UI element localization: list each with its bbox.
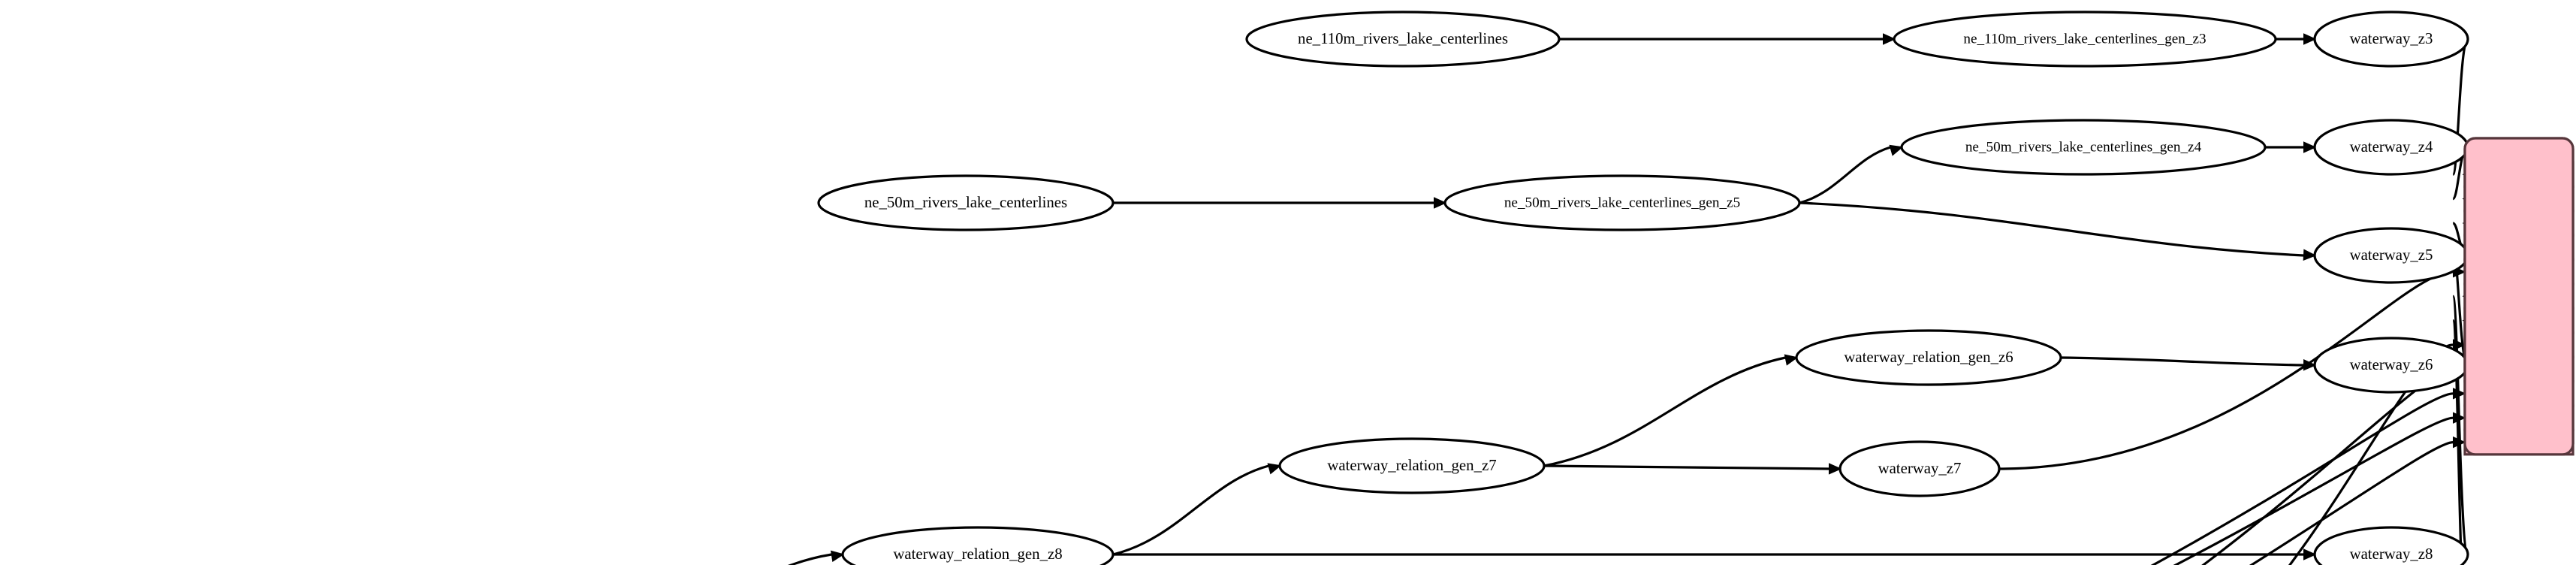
node-ne_50m_rivers_lake_centerlines[interactable]: ne_50m_rivers_lake_centerlines — [817, 174, 1115, 231]
node-label-waterway_z3: waterway_z3 — [2350, 30, 2433, 47]
edge-arrowhead — [1784, 354, 1799, 366]
edge-arrowhead — [2453, 436, 2466, 449]
edge-waterway_z11--to--layer_waterway-z11 — [2201, 367, 2454, 565]
edge-arrowhead — [1434, 197, 1447, 209]
edge-arrowhead — [830, 550, 845, 562]
node-label-waterway_relation_gen_z8: waterway_relation_gen_z8 — [893, 545, 1062, 563]
edge-arrowhead — [2303, 548, 2317, 560]
node-waterway_z3[interactable]: waterway_z3 — [2313, 11, 2469, 68]
edge-arrowhead — [2453, 388, 2466, 400]
edge-ne_50m_rivers_lake_centerlines_gen_z5--to--waterway_z5 — [1799, 201, 2304, 257]
edge-arrowhead — [2303, 33, 2317, 45]
edge-arrowhead — [1889, 144, 1904, 156]
node-shape-waterway_relation_gen_z7 — [1278, 437, 1546, 494]
nodes-layer: imposm3osm_waterway_relationosm_waterway… — [817, 11, 2469, 565]
node-shape-ne_50m_rivers_lake_centerlines_gen_z4 — [1900, 119, 2267, 176]
node-waterway_z4[interactable]: waterway_z4 — [2313, 119, 2469, 176]
node-waterway_relation_gen_z6[interactable]: waterway_relation_gen_z6 — [1795, 329, 2062, 386]
node-label-ne_50m_rivers_lake_centerlines_gen_z5: ne_50m_rivers_lake_centerlines_gen_z5 — [1504, 195, 1740, 210]
edge-waterway_relation--to--waterway_relation_gen_z8 — [787, 553, 832, 565]
edge-waterway_z13--to--layer_waterway-z13 — [2173, 416, 2454, 565]
edge-waterway_z12--to--layer_waterway-z12 — [2150, 392, 2454, 565]
node-waterway_z6[interactable]: waterway_z6 — [2313, 337, 2469, 394]
edge-ne_50m_rivers_lake_centerlines_gen_z5--to--ne_50m_rivers_lake_centerlines_gen_z4 — [1799, 146, 1891, 204]
edge-waterway_z8--to--layer_waterway-z8 — [2451, 295, 2469, 556]
node-waterway_relation_gen_z8[interactable]: waterway_relation_gen_z8 — [841, 526, 1115, 565]
edge-waterway_z9--to--layer_waterway-z9 — [2451, 319, 2463, 565]
node-waterway_z7[interactable]: waterway_z7 — [1838, 440, 2001, 497]
edge-waterway_z14--to--layer_waterway-z14+ — [2249, 441, 2454, 565]
node-waterway_z8[interactable]: waterway_z8 — [2313, 526, 2469, 565]
node-waterway_z5[interactable]: waterway_z5 — [2313, 227, 2469, 284]
node-shape-waterway_z8 — [2313, 526, 2469, 565]
edge-arrowhead — [2453, 412, 2466, 424]
node-ne_110m_rivers_lake_centerlines_gen_z3[interactable]: ne_110m_rivers_lake_centerlines_gen_z3 — [1893, 11, 2277, 68]
edge-arrowhead — [1267, 463, 1282, 475]
edge-arrowhead — [2303, 141, 2317, 153]
node-shape-ne_110m_rivers_lake_centerlines_gen_z3 — [1893, 11, 2277, 68]
node-shape-waterway_z3 — [2313, 11, 2469, 68]
node-label-waterway_z7: waterway_z7 — [1878, 460, 1962, 477]
node-ne_50m_rivers_lake_centerlines_gen_z4[interactable]: ne_50m_rivers_lake_centerlines_gen_z4 — [1900, 119, 2267, 176]
node-ne_50m_rivers_lake_centerlines_gen_z5[interactable]: ne_50m_rivers_lake_centerlines_gen_z5 — [1443, 174, 1801, 231]
node-shape-ne_110m_rivers_lake_centerlines — [1245, 11, 1561, 68]
node-label-waterway_z8: waterway_z8 — [2350, 545, 2433, 563]
edge-waterway_relation_gen_z7--to--waterway_relation_gen_z6 — [1543, 356, 1786, 467]
edge-waterway_relation_gen_z6--to--waterway_z6 — [2060, 356, 2304, 367]
node-shape-ne_50m_rivers_lake_centerlines_gen_z5 — [1443, 174, 1801, 231]
node-label-ne_110m_rivers_lake_centerlines_gen_z3: ne_110m_rivers_lake_centerlines_gen_z3 — [1963, 31, 2206, 47]
edge-waterway_relation_gen_z7--to--waterway_z7 — [1543, 464, 1829, 470]
edge-waterway_z7--to--layer_waterway-z7 — [1998, 270, 2454, 470]
node-label-ne_110m_rivers_lake_centerlines: ne_110m_rivers_lake_centerlines — [1298, 30, 1508, 47]
node-label-waterway_relation_gen_z7: waterway_relation_gen_z7 — [1327, 457, 1496, 474]
layer-waterway-table: layer_waterwayz3z4z5z6z7z8z9z10z11z12z13… — [2463, 137, 2574, 456]
edges-layer — [787, 33, 2475, 565]
node-label-waterway_z4: waterway_z4 — [2350, 138, 2433, 156]
node-label-ne_50m_rivers_lake_centerlines_gen_z4: ne_50m_rivers_lake_centerlines_gen_z4 — [1965, 139, 2202, 155]
node-label-waterway_relation_gen_z6: waterway_relation_gen_z6 — [1844, 349, 2013, 366]
edge-arrowhead — [2453, 339, 2466, 351]
node-label-waterway_z5: waterway_z5 — [2350, 246, 2433, 264]
node-shape-waterway_relation_gen_z8 — [841, 526, 1115, 565]
edge-arrowhead — [1883, 33, 1896, 45]
node-label-waterway_z6: waterway_z6 — [2350, 356, 2433, 373]
edge-waterway_relation_gen_z8--to--waterway_relation_gen_z7 — [1112, 464, 1269, 556]
edge-arrowhead — [1828, 463, 1842, 475]
node-label-ne_50m_rivers_lake_centerlines: ne_50m_rivers_lake_centerlines — [864, 194, 1067, 211]
edge-arrowhead — [2303, 249, 2317, 261]
node-ne_110m_rivers_lake_centerlines[interactable]: ne_110m_rivers_lake_centerlines — [1245, 11, 1561, 68]
node-shape-waterway_z7 — [1838, 440, 2001, 497]
layer-waterway-table-outline — [2463, 137, 2574, 456]
node-shape-ne_50m_rivers_lake_centerlines — [817, 174, 1115, 231]
node-shape-waterway_relation_gen_z6 — [1795, 329, 2062, 386]
node-waterway_relation_gen_z7[interactable]: waterway_relation_gen_z7 — [1278, 437, 1546, 494]
